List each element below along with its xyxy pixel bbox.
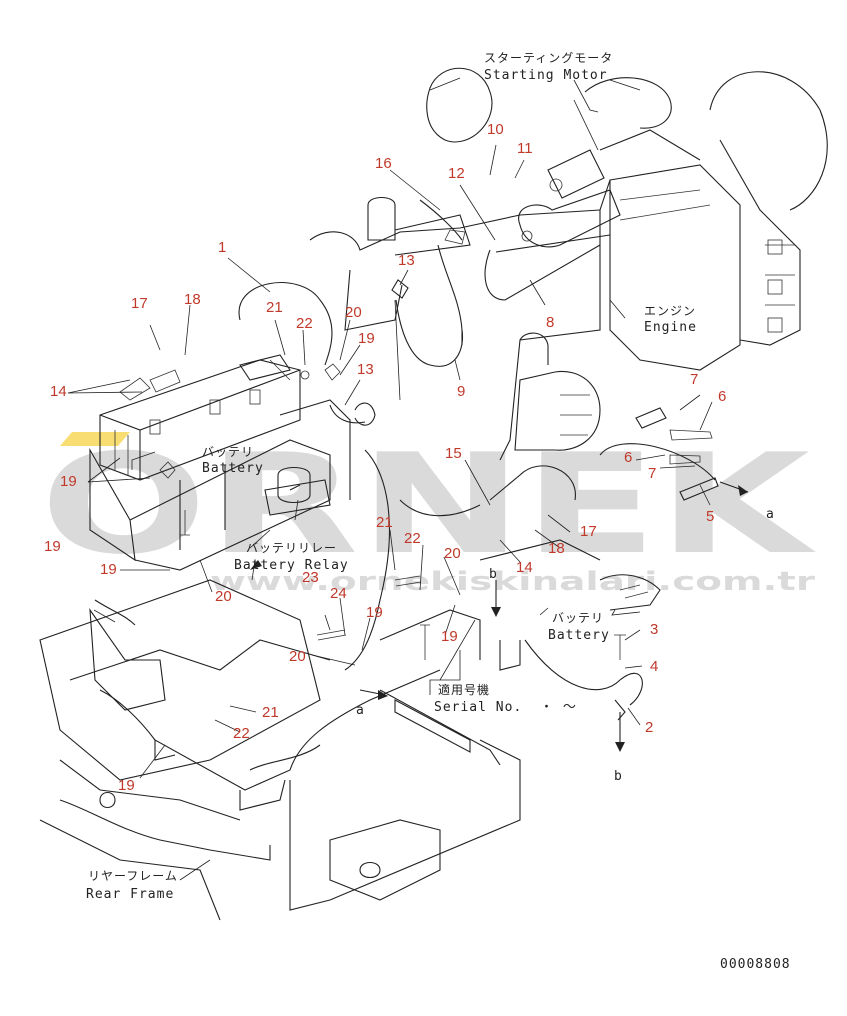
callout-7-lower: 7 [648,465,656,482]
engine-label-jp: エンジン [644,304,696,318]
callout-19-f: 19 [441,628,458,645]
callout-12: 12 [448,165,465,182]
callout-21-b: 21 [376,514,393,531]
callout-14-left: 14 [50,383,67,400]
callout-19-c: 19 [44,538,61,555]
battery-label-en-2: Battery [548,628,610,643]
leader-lines [67,77,749,881]
reference-b-bottom: b [614,769,623,784]
watermark: ORNEK www.ornekiskinalari.com.tr [40,424,817,597]
callout-11: 11 [517,140,533,157]
callout-6-upper: 6 [718,388,726,405]
callouts: 1 2 3 4 5 6 6 7 7 8 9 10 11 12 13 13 14 … [44,121,726,794]
battery-assembly [89,354,351,571]
callout-6-lower: 6 [624,449,632,466]
watermark-accent-mark [60,432,130,446]
callout-18-left: 18 [184,291,201,308]
callout-13-upper: 13 [398,252,415,269]
callout-2: 2 [645,719,653,736]
callout-1: 1 [218,239,226,256]
engine-label-en: Engine [644,320,697,335]
engine-assembly [309,67,828,461]
callout-8: 8 [546,314,554,331]
callout-20-c: 20 [444,545,461,562]
serial-label-jp: 適用号機 [438,682,490,697]
battery-relay-label-en: Battery Relay [234,558,349,573]
callout-21-a: 21 [266,299,283,316]
reference-a-right: a [766,507,775,522]
watermark-brand: ORNEK [40,424,817,585]
callout-9: 9 [457,383,465,400]
starting-motor-label-jp: スターティングモータ [484,51,613,65]
callout-21-c: 21 [262,704,279,721]
watermark-site: www.ornekiskinalari.com.tr [210,567,815,597]
callout-23: 23 [302,569,319,586]
reference-a-left: a [356,703,365,718]
callout-20-b: 20 [215,588,232,605]
callout-19-b: 19 [60,473,77,490]
serial-label-en: Serial No. [434,700,522,715]
callout-15: 15 [445,445,462,462]
callout-5: 5 [706,508,714,525]
callout-22-c: 22 [233,725,250,742]
serial-range-dash: ・ ～ [540,700,577,715]
battery-label-jp-2: バッテリ [552,611,604,625]
callout-22-b: 22 [404,530,421,547]
callout-10: 10 [487,121,504,138]
callout-19-e: 19 [366,604,383,621]
battery-label-en: Battery [202,461,264,476]
callout-4: 4 [650,658,658,675]
callout-7-upper: 7 [690,371,698,388]
callout-17-left: 17 [131,295,148,312]
callout-14-right: 14 [516,559,533,576]
starting-motor-label-en: Starting Motor [484,68,608,83]
callout-24: 24 [330,585,347,602]
captions: スターティングモータ Starting Motor エンジン Engine バッ… [86,51,791,972]
callout-17-right: 17 [580,523,597,540]
callout-13-lower: 13 [357,361,374,378]
reference-b-top: b [489,567,498,582]
callout-22-a: 22 [296,315,313,332]
rear-frame [39,429,713,921]
callout-20-d: 20 [289,648,306,665]
rear-frame-label-jp: リヤーフレーム [88,869,178,883]
battery-label-jp: バッテリ [202,445,254,459]
drawing-number: 00008808 [720,957,791,972]
callout-18-right: 18 [548,540,565,557]
callout-3: 3 [650,621,658,638]
callout-19-d: 19 [100,561,117,578]
callout-20-a: 20 [345,304,362,321]
callout-19-g: 19 [118,777,135,794]
battery-relay-label-jp: バッテリリレー [246,541,337,555]
callout-16: 16 [375,155,392,172]
callout-19-a: 19 [358,330,375,347]
rear-frame-label-en: Rear Frame [86,887,174,902]
cables [238,199,719,721]
